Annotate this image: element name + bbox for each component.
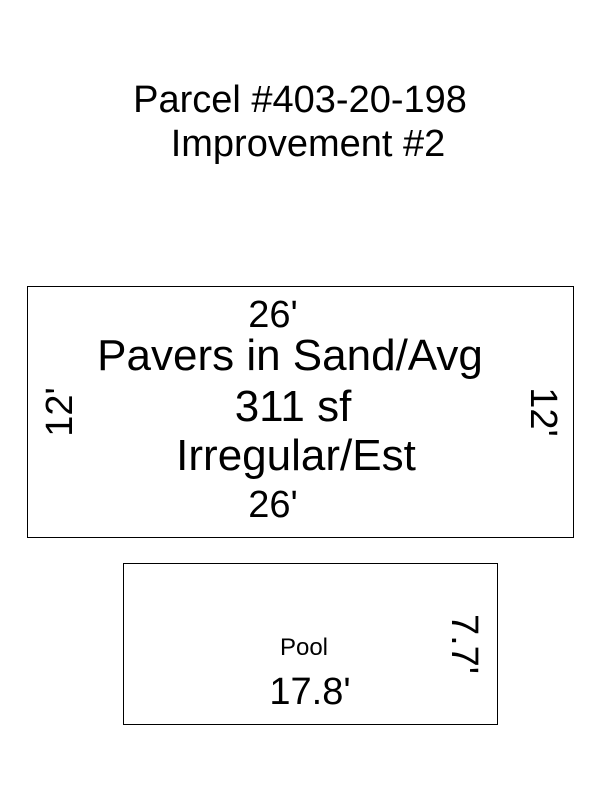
- patio-top-dimension: 26': [248, 294, 298, 336]
- patio-area-label: 311 sf: [234, 382, 352, 431]
- patio-outline: [27, 286, 574, 538]
- patio-bottom-dimension: 26': [248, 484, 298, 526]
- patio-left-dimension: 12': [39, 387, 81, 437]
- parcel-number: Parcel #403-20-198: [133, 79, 467, 121]
- patio-right-dimension: 12': [522, 387, 564, 437]
- patio-material-label: Pavers in Sand/Avg: [97, 331, 483, 380]
- pool-label: Pool: [279, 634, 329, 661]
- patio-shape-label: Irregular/Est: [176, 431, 416, 480]
- pool-outline: [123, 563, 498, 725]
- pool-length-dimension: 17.8': [269, 671, 351, 713]
- sketch-title: Parcel #403-20-198 Improvement #2: [0, 78, 600, 166]
- pool-width-dimension: 7.7': [443, 613, 485, 675]
- improvement-number: Improvement #2: [170, 123, 446, 165]
